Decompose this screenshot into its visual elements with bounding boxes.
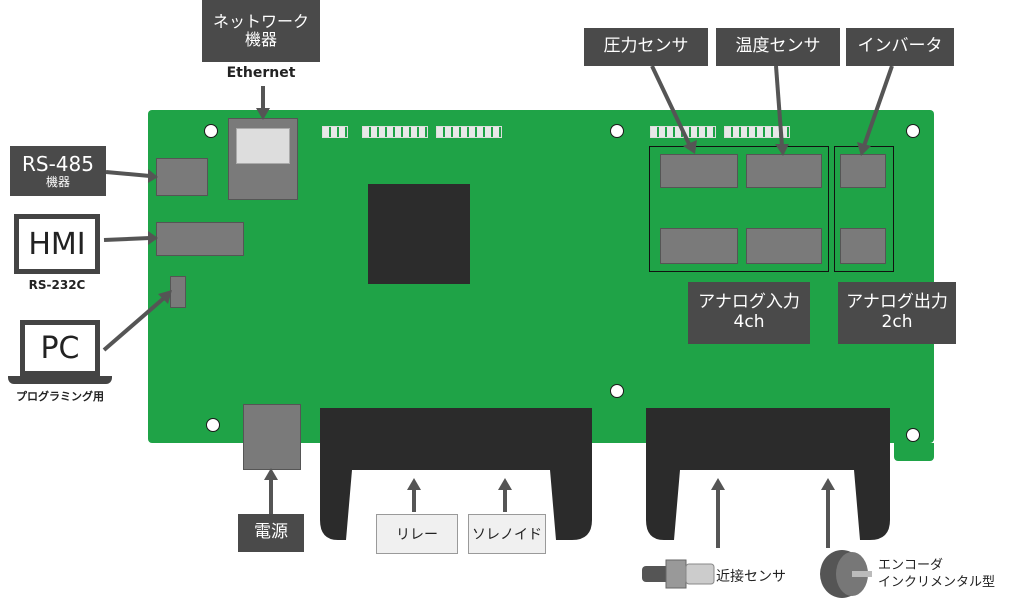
rs232c-connector <box>156 222 244 256</box>
ethernet-label: Ethernet <box>226 65 296 81</box>
analog-output-terminal <box>840 228 886 264</box>
mounting-hole <box>906 428 920 442</box>
solenoid-label: ソレノイド <box>468 514 546 554</box>
arrow-head <box>775 144 789 156</box>
pin-header <box>724 126 790 138</box>
arrow-hmi <box>103 236 151 242</box>
analog-input-group <box>649 146 829 272</box>
ethernet-port-icon <box>236 128 290 164</box>
analog-input-text: アナログ入力 <box>698 292 800 313</box>
digital-input-connector <box>646 408 890 540</box>
arrow-head <box>821 478 835 490</box>
analog-output-text: アナログ出力 <box>846 292 948 313</box>
analog-input-terminal <box>746 228 822 264</box>
analog-input-terminal <box>660 154 738 188</box>
hmi-screen: HMI <box>14 214 100 274</box>
analog-input-terminal <box>660 228 738 264</box>
arrow-head <box>148 231 158 245</box>
arrow-head <box>264 468 278 480</box>
rs485-device-text: 機器 <box>45 174 70 189</box>
programming-label: プログラミング用 <box>16 390 104 403</box>
pin-header <box>362 126 428 138</box>
analog-output-ch: 2ch <box>881 312 913 332</box>
arrow-head <box>683 140 697 154</box>
pin-header <box>322 126 348 138</box>
mounting-hole <box>610 124 624 138</box>
analog-output-label: アナログ出力 2ch <box>838 282 956 344</box>
analog-input-label: アナログ入力 4ch <box>688 282 810 344</box>
mounting-hole <box>204 124 218 138</box>
encoder-label: エンコーダ インクリメンタル型 <box>878 558 995 592</box>
rs485-text: RS-485 <box>22 151 94 176</box>
digital-output-connector <box>320 408 592 540</box>
encoder-label-line2: インクリメンタル型 <box>878 574 996 590</box>
encoder-icon <box>820 550 872 598</box>
arrow-pc <box>102 296 166 352</box>
arrow-head <box>857 142 871 156</box>
arrow-inverter <box>862 65 894 147</box>
arrow-head <box>498 478 512 490</box>
inverter-label: インバータ <box>846 28 954 66</box>
arrow-head <box>407 478 421 490</box>
pressure-sensor-label: 圧力センサ <box>584 28 708 66</box>
power-connector <box>243 404 301 470</box>
rs485-device-label: RS-485 機器 <box>10 146 106 196</box>
proximity-sensor-icon <box>642 559 715 589</box>
analog-input-terminal <box>746 154 822 188</box>
arrow-head <box>711 478 725 490</box>
mounting-hole <box>206 418 220 432</box>
arrow-temperature <box>774 65 784 147</box>
pin-header <box>436 126 502 138</box>
power-label: 電源 <box>238 514 304 552</box>
network-device-label: ネットワーク 機器 <box>202 0 320 62</box>
arrow-rs485 <box>105 170 151 178</box>
mounting-hole <box>906 124 920 138</box>
proximity-sensor-label: 近接センサ <box>716 569 786 585</box>
encoder-label-line1: エンコーダ <box>878 558 944 573</box>
mounting-hole <box>610 384 624 398</box>
cpu-chip <box>368 184 470 284</box>
pcb-board-tab <box>894 443 934 461</box>
temperature-sensor-label: 温度センサ <box>716 28 840 66</box>
laptop-base-icon <box>8 376 112 384</box>
analog-output-terminal <box>840 154 886 188</box>
arrow-head <box>148 169 158 183</box>
arrow-pressure <box>650 65 692 147</box>
relay-label: リレー <box>376 514 458 554</box>
rs232c-label: RS-232C <box>28 278 86 292</box>
arrow-head <box>158 290 172 304</box>
analog-input-ch: 4ch <box>733 312 765 332</box>
arrow-head <box>256 108 270 120</box>
pc-screen: PC <box>20 320 100 376</box>
